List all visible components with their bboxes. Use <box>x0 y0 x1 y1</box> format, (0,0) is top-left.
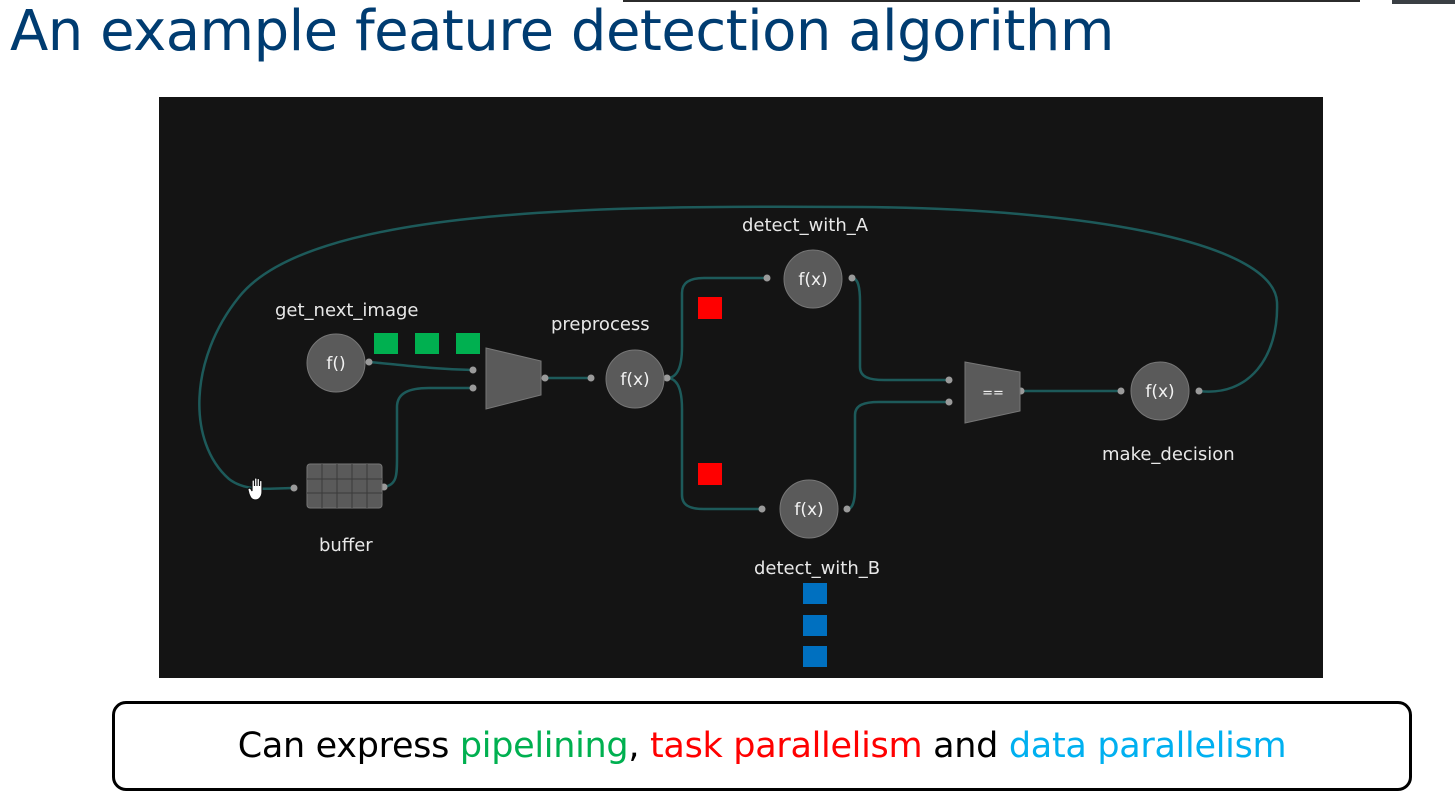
task-parallel-tokens <box>698 297 722 485</box>
edge-loop-back <box>198 205 1279 491</box>
caption-and: and <box>922 726 1009 766</box>
top-divider <box>623 0 1360 2</box>
caption-pipelining: pipelining <box>459 726 629 766</box>
task-parallel-token <box>698 297 722 319</box>
label-detect-with-b: detect_with_B <box>754 558 880 579</box>
node-detect-with-b[interactable]: f(x) detect_with_B <box>754 479 880 579</box>
node-buffer[interactable]: buffer <box>306 463 383 556</box>
edge-buffer-to-join <box>383 386 473 489</box>
graph-edges <box>198 205 1279 511</box>
node-get-next-image-func: f() <box>326 354 345 374</box>
flow-graph-diagram: f() get_next_image f(x) preprocess f(x) … <box>198 205 1279 667</box>
node-make-decision-func: f(x) <box>1145 382 1174 402</box>
flow-graph-panel: f() get_next_image f(x) preprocess f(x) … <box>159 97 1323 678</box>
caption-text: Can express pipelining, task parallelism… <box>238 724 1287 768</box>
node-compare-symbol: == <box>982 386 1004 401</box>
hand-cursor-icon <box>247 477 263 501</box>
edge-image-to-join <box>368 360 474 372</box>
caption-data-parallelism: data parallelism <box>1008 726 1287 766</box>
label-buffer: buffer <box>319 535 373 556</box>
pipelining-token <box>374 333 398 354</box>
data-parallel-token <box>803 615 827 636</box>
caption-prefix: Can express <box>237 726 460 766</box>
port-markers <box>290 274 1203 513</box>
node-detect-with-a[interactable]: f(x) detect_with_A <box>742 215 869 309</box>
node-preprocess-func: f(x) <box>620 370 649 390</box>
page-title: An example feature detection algorithm <box>10 0 1114 64</box>
edge-a-to-compare <box>851 276 949 382</box>
node-detect-with-b-func: f(x) <box>794 500 823 520</box>
node-compare[interactable]: == <box>964 361 1021 424</box>
node-join[interactable] <box>485 347 542 410</box>
data-parallel-token <box>803 583 827 604</box>
buffer-grid <box>307 464 382 508</box>
node-detect-with-a-func: f(x) <box>798 270 827 290</box>
node-make-decision[interactable]: f(x) make_decision <box>1102 361 1235 465</box>
data-parallel-tokens <box>803 583 827 667</box>
caption-task-parallelism: task parallelism <box>650 726 923 766</box>
pipelining-token <box>456 333 480 354</box>
edge-b-to-compare <box>846 400 949 511</box>
label-detect-with-a: detect_with_A <box>742 215 869 236</box>
pipelining-token <box>415 333 439 354</box>
label-get-next-image: get_next_image <box>275 300 419 321</box>
label-preprocess: preprocess <box>551 314 650 335</box>
edge-preprocess-to-b <box>666 376 762 511</box>
caption-comma: , <box>628 726 650 766</box>
pipelining-tokens <box>374 333 480 354</box>
task-parallel-token <box>698 463 722 485</box>
node-preprocess[interactable]: f(x) preprocess <box>551 314 665 409</box>
node-get-next-image[interactable]: f() get_next_image <box>275 300 419 393</box>
label-make-decision: make_decision <box>1102 444 1235 465</box>
data-parallel-token <box>803 646 827 667</box>
caption-box: Can express pipelining, task parallelism… <box>112 701 1412 791</box>
edge-preprocess-to-a <box>666 276 767 380</box>
top-corner-bar <box>1392 0 1455 4</box>
